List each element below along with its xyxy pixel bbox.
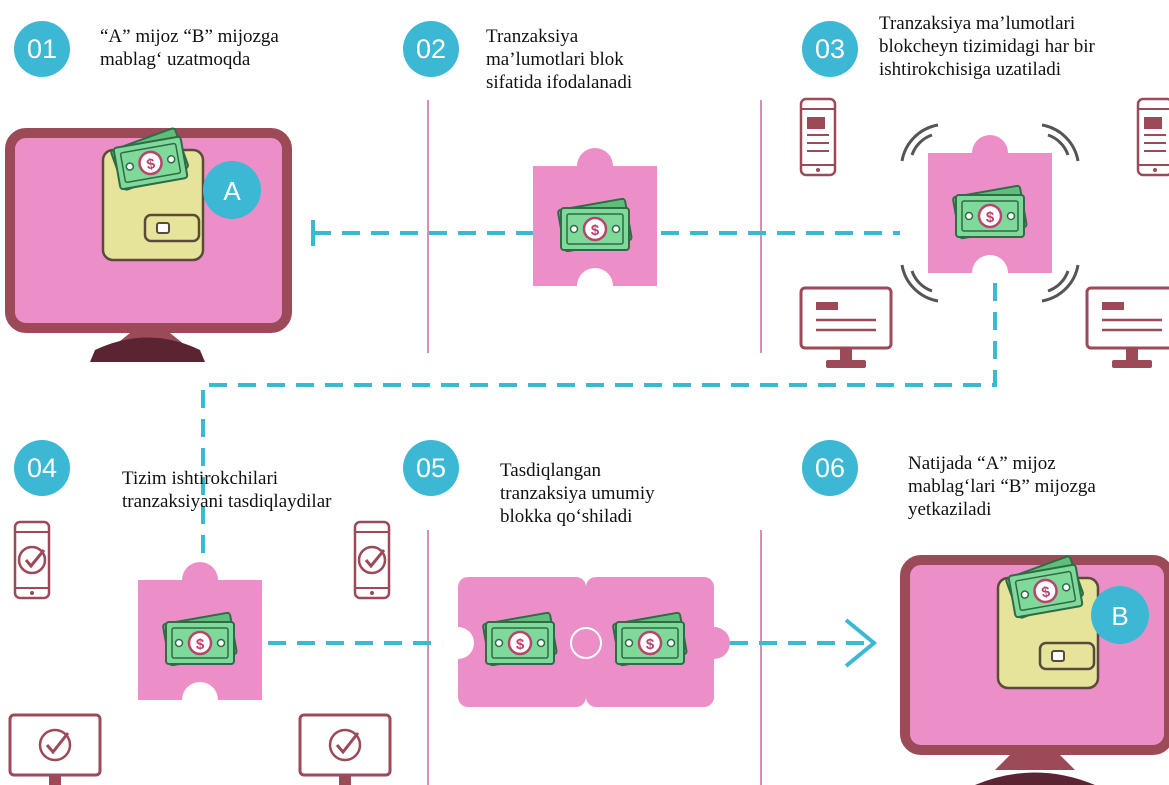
step-number-03: 03 — [802, 21, 858, 77]
phone-icon — [1138, 99, 1169, 175]
puzzle-block-icon — [533, 148, 657, 286]
phone-check-icon — [355, 522, 389, 598]
signal-wave-icon — [900, 123, 1080, 303]
step-number-02: 02 — [403, 21, 459, 77]
arrow-icon — [844, 618, 878, 668]
step-number-01: 01 — [14, 21, 70, 77]
connector-3-4 — [201, 283, 997, 565]
phone-check-icon — [15, 522, 49, 598]
monitor-icon — [1087, 288, 1169, 368]
step-text-04: Tizim ishtirokchilari tranzaksiyani tasd… — [122, 468, 332, 512]
step-text-01: “A” mijoz “B” mijozga mablag‘ uzatmoqda — [100, 26, 279, 70]
joined-blocks — [442, 577, 730, 707]
step-text-02: Tranzaksiya ma’lumotlari blok sifatida i… — [486, 26, 633, 93]
broadcast-block — [900, 123, 1080, 303]
step-text-05: Tasdiqlangan tranzaksiya umumiy blokka q… — [500, 460, 655, 527]
step-text-03: Tranzaksiya ma’lumotlari blokcheyn tizim… — [879, 13, 1095, 80]
monitor-b: B — [900, 553, 1169, 785]
monitor-check-icon — [10, 715, 100, 785]
step-number-05: 05 — [403, 440, 459, 496]
puzzle-block-icon — [138, 562, 262, 700]
monitor-icon — [801, 288, 891, 368]
step-number-04: 04 — [14, 440, 70, 496]
phone-icon — [801, 99, 835, 175]
monitor-a: A — [5, 125, 292, 362]
monitor-check-icon — [300, 715, 390, 785]
badge-b-label: B — [1111, 601, 1128, 631]
badge-b — [1091, 586, 1149, 644]
badge-a — [203, 161, 261, 219]
step-number-06: 06 — [802, 440, 858, 496]
step-text-06: Natijada “A” mijoz mablag‘lari “B” mijoz… — [908, 453, 1096, 520]
badge-a-label: A — [223, 176, 241, 206]
dividers — [427, 100, 762, 785]
